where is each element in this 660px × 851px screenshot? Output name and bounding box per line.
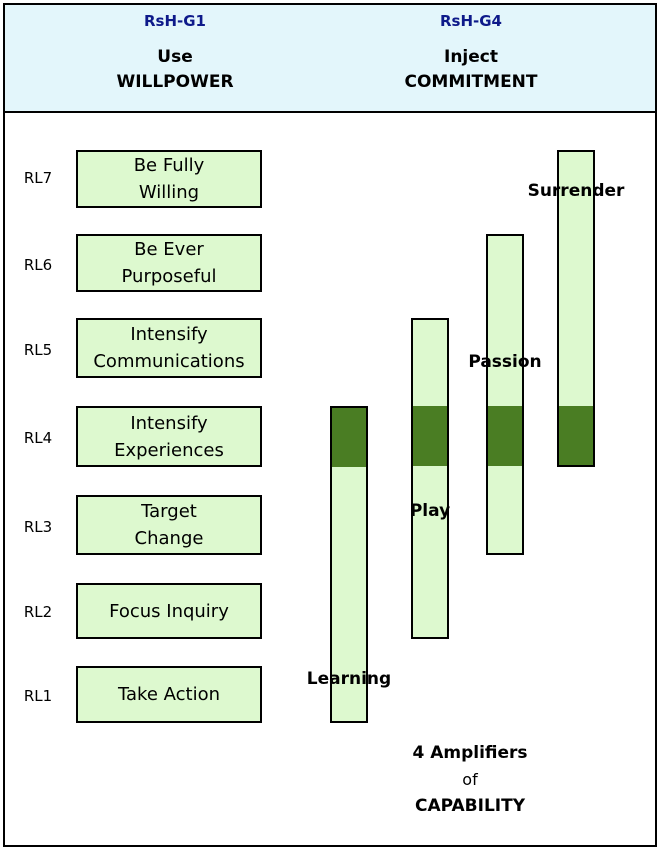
level-box-rl5: Intensify Communications (76, 318, 262, 378)
amplifier-label-play: Play (409, 501, 451, 521)
level-box-rl3: Target Change (76, 495, 262, 555)
diagram-frame: RsH-G1 Use WILLPOWER RsH-G4 Inject COMMI… (3, 3, 657, 847)
footer-of: of (462, 770, 478, 789)
amplifier-label-learning: Learning (306, 669, 392, 689)
level-box-rl2: Focus Inquiry (76, 583, 262, 639)
amplifier-bar-passion (486, 234, 524, 555)
footer-capability: CAPABILITY (414, 796, 526, 816)
level-label-rl6: RL6 (23, 256, 53, 274)
amplifier-bar-play (411, 318, 449, 639)
level-label-rl3: RL3 (23, 518, 53, 536)
header-band: RsH-G1 Use WILLPOWER RsH-G4 Inject COMMI… (5, 5, 655, 113)
level-box-text-rl4: Intensify Experiences (114, 412, 224, 461)
level-label-rl4: RL4 (23, 429, 53, 447)
level-label-rl7: RL7 (23, 169, 53, 187)
level-box-text-rl1: Take Action (118, 684, 220, 705)
amplifier-band-play (413, 406, 447, 466)
amplifier-band-learning (332, 408, 366, 467)
amplifier-bar-surrender (557, 150, 595, 467)
level-box-text-rl7: Be Fully Willing (133, 155, 205, 203)
level-box-rl1: Take Action (76, 666, 262, 723)
level-box-rl4: Intensify Experiences (76, 406, 262, 467)
amplifier-label-surrender: Surrender (527, 181, 625, 201)
level-label-rl2: RL2 (23, 603, 53, 621)
header-willpower-line1: Use (157, 47, 193, 67)
header-willpower-line2: WILLPOWER (116, 72, 234, 92)
header-commitment-line1: Inject (444, 47, 498, 67)
level-box-text-rl5: Intensify Communications (93, 324, 245, 372)
level-box-rl7: Be Fully Willing (76, 150, 262, 208)
footer-amplifiers: 4 Amplifiers (412, 743, 528, 763)
amplifier-band-surrender (559, 406, 593, 465)
amplifier-band-passion (488, 406, 522, 466)
amplifier-label-passion: Passion (468, 352, 542, 372)
header-commitment-line2: COMMITMENT (404, 72, 538, 92)
level-box-text-rl6: Be Ever Purposeful (121, 239, 217, 287)
amplifier-bar-learning (330, 406, 368, 723)
level-box-text-rl2: Focus Inquiry (109, 600, 229, 622)
level-label-rl5: RL5 (23, 341, 53, 359)
header-code-g4: RsH-G4 (439, 12, 502, 30)
level-box-rl6: Be Ever Purposeful (76, 234, 262, 292)
level-box-text-rl3: Target Change (134, 501, 204, 549)
level-label-rl1: RL1 (23, 687, 53, 705)
header-code-g1: RsH-G1 (143, 12, 206, 30)
